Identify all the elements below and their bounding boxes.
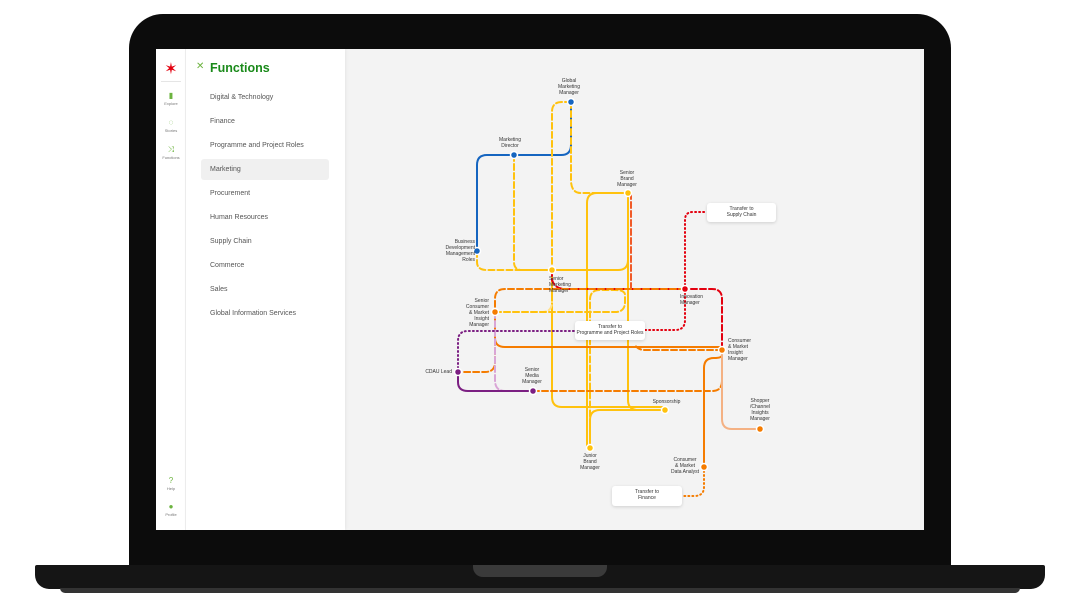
line-orange-2 (703, 349, 723, 468)
stories-icon: ◌ (168, 118, 174, 127)
station-label[interactable]: Global Marketing Manager (558, 78, 580, 96)
station-md (509, 150, 519, 160)
station-im (680, 284, 690, 294)
station-label[interactable]: CDAU Lead (425, 369, 452, 375)
station-label[interactable]: Shopper /Channel Insights Manager (749, 398, 770, 422)
line-yellow-dash-6 (494, 289, 626, 449)
nav-explore[interactable]: ▮Explore (156, 91, 186, 106)
function-item[interactable]: Sales (210, 286, 228, 293)
transfer-finance[interactable]: Transfer to Finance (612, 486, 682, 506)
functions-icon: ⤨ (167, 145, 175, 154)
station-cmda (699, 462, 709, 472)
close-icon[interactable]: ✕ (196, 61, 205, 72)
line-orange-dash (494, 288, 686, 313)
nav-label: Explore (164, 101, 178, 106)
nav-label: Profile (165, 512, 177, 517)
nav-label: Stories (164, 128, 178, 133)
station-label[interactable]: Consumer & Market Data Analyst (670, 457, 700, 475)
function-item[interactable]: Programme and Project Roles (210, 142, 304, 149)
station-cdau (453, 367, 463, 377)
map-icon: ▮ (168, 91, 174, 100)
line-yellow-5 (589, 409, 666, 449)
station-label[interactable]: Consumer & Market Insight Manager (728, 338, 752, 362)
line-yellow-dash-2 (570, 101, 629, 194)
line-blue (476, 101, 572, 252)
metro-map (453, 97, 765, 497)
line-yellow-1 (551, 192, 629, 271)
station-shopper (755, 424, 765, 434)
function-item[interactable]: Marketing (201, 159, 329, 180)
laptop-shadow (60, 588, 1020, 593)
line-yellow-dash-4 (476, 250, 553, 271)
line-red-dotted-2 (644, 288, 686, 331)
station-label[interactable]: Senior Consumer & Market Insight Manager (465, 298, 489, 328)
panel-title: Functions (210, 61, 270, 75)
line-peach (721, 349, 761, 430)
line-yellow-3 (551, 269, 666, 408)
nav-profile[interactable]: ●Profile (156, 502, 186, 517)
line-orange-dash-4 (634, 344, 723, 351)
nav-stories[interactable]: ◌Stories (156, 118, 186, 133)
app-screen: ✶ ▮Explore ◌Stories ⤨Functions ?Help ●Pr… (156, 49, 924, 530)
line-red-dotted (684, 211, 708, 290)
nav-functions[interactable]: ⤨Functions (156, 145, 186, 160)
station-label[interactable]: Senior Marketing Manager (549, 276, 571, 294)
divider (161, 81, 181, 82)
line-purple-dotted (457, 330, 576, 373)
station-gmm (566, 97, 576, 107)
nav-label: Functions (162, 155, 180, 160)
career-map[interactable]: Global Marketing Manager Marketing Direc… (345, 49, 924, 530)
line-purple (457, 371, 534, 392)
function-item[interactable]: Commerce (210, 262, 245, 269)
function-item[interactable]: Supply Chain (210, 238, 252, 245)
function-item[interactable]: Finance (210, 118, 235, 125)
station-label[interactable]: Marketing Director (499, 137, 521, 149)
station-jbm (585, 443, 595, 453)
transfer-supply-chain[interactable]: Transfer to Supply Chain (707, 203, 776, 222)
function-item[interactable]: Digital & Technology (210, 94, 274, 101)
station-label[interactable]: Senior Media Manager (522, 367, 542, 385)
line-orange-dotted (681, 466, 705, 497)
station-sbm (623, 188, 633, 198)
function-item[interactable]: Procurement (210, 190, 251, 197)
station-label[interactable]: Business Development Management Roles (445, 239, 475, 263)
function-item[interactable]: Human Resources (210, 214, 268, 221)
station-label[interactable]: Innovation Manager (680, 294, 704, 306)
station-cmim (717, 345, 727, 355)
station-label[interactable]: Sponsorship (652, 399, 681, 405)
line-yellow-2 (586, 192, 629, 449)
station-spons (660, 405, 670, 415)
station-label[interactable]: Senior Brand Manager (617, 170, 637, 188)
icon-rail: ✶ ▮Explore ◌Stories ⤨Functions ?Help ●Pr… (156, 49, 186, 530)
line-yellow-dash-3 (513, 154, 553, 271)
line-yellow-4 (627, 192, 666, 411)
station-label[interactable]: Junior Brand Manager (580, 453, 600, 471)
line-yellow-dash-1 (551, 101, 572, 271)
brand-logo-star-icon: ✶ (164, 61, 178, 78)
transfer-programme-roles[interactable]: Transfer to Programme and Project Roles (575, 321, 645, 340)
nav-label: Help (166, 486, 176, 491)
line-yellow-dash-5 (494, 301, 553, 313)
function-item[interactable]: Global Information Services (210, 310, 296, 317)
station-bdm (472, 246, 482, 256)
station-smedia (528, 386, 538, 396)
laptop-notch (473, 565, 607, 577)
profile-icon: ● (168, 502, 174, 511)
nav-help[interactable]: ?Help (156, 476, 186, 491)
help-icon: ? (168, 476, 174, 485)
station-scmim (490, 307, 500, 317)
station-smm (547, 265, 557, 275)
